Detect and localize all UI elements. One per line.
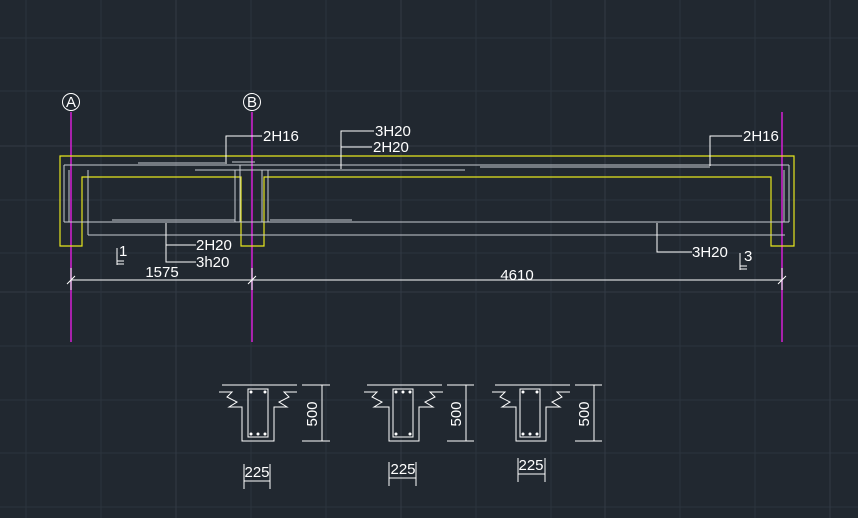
label-top-mid-2h20[interactable]: 2H20: [373, 139, 409, 156]
axis-bubble-a[interactable]: A: [62, 93, 80, 112]
section-marker-1[interactable]: 1: [116, 243, 127, 265]
label-top-left-2h16[interactable]: 2H16: [263, 128, 299, 145]
axis-lines: [70, 112, 783, 342]
section-1-height: 500: [304, 401, 321, 426]
axis-bubble-b[interactable]: B: [243, 93, 261, 112]
axis-bubble-b-label: B: [247, 94, 257, 111]
section-marker-1-label: 1: [119, 243, 127, 260]
beam-outline[interactable]: [59, 155, 795, 247]
leader-lines: [165, 130, 742, 263]
label-top-right-2h16[interactable]: 2H16: [743, 128, 779, 145]
section-2-height: 500: [448, 401, 465, 426]
label-bot-right-3h20[interactable]: 3H20: [692, 244, 728, 261]
rebar-lines: [63, 161, 790, 236]
section-3-width: 225: [518, 457, 543, 474]
section-1-width: 225: [244, 464, 269, 481]
axis-bubble-a-label: A: [66, 94, 76, 111]
section-detail-1[interactable]: 500 225: [219, 384, 330, 489]
label-bot-left-2h20[interactable]: 2H20: [196, 237, 232, 254]
dimension-span-1[interactable]: 1575: [145, 264, 178, 281]
section-detail-2[interactable]: 500 225: [364, 384, 474, 486]
section-2-width: 225: [390, 461, 415, 478]
section-3-height: 500: [576, 401, 593, 426]
dimension-span-2[interactable]: 4610: [500, 267, 533, 284]
label-bot-left-3h20[interactable]: 3h20: [196, 254, 229, 271]
dimension-line[interactable]: 1575 4610: [66, 264, 787, 290]
section-detail-3[interactable]: 500 225: [492, 384, 602, 482]
section-marker-3-label: 3: [744, 248, 752, 265]
section-marker-3[interactable]: 3: [739, 248, 752, 270]
label-top-mid-3h20[interactable]: 3H20: [375, 123, 411, 140]
